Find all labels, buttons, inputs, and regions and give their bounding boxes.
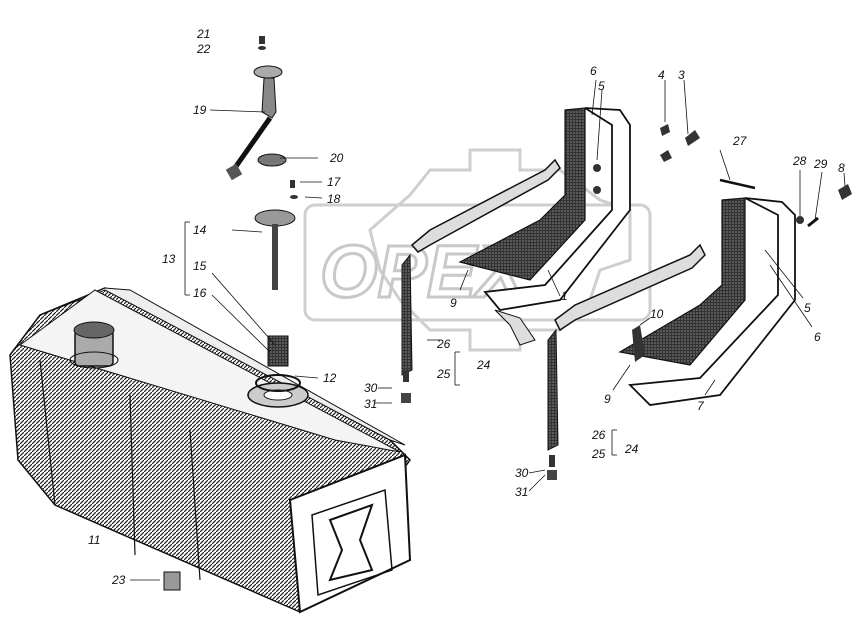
- label-8: 8: [838, 161, 845, 175]
- screw: [259, 36, 265, 44]
- leader-lines: [130, 79, 846, 581]
- label-20: 20: [329, 151, 344, 165]
- bracket-pad-r: [618, 197, 746, 366]
- tank-end-rib: [328, 503, 374, 582]
- bracket-right: [547, 178, 852, 480]
- strap-vertical-r: [547, 328, 559, 451]
- pad-10: [632, 325, 645, 362]
- gasket-12: [255, 374, 301, 392]
- label-6-left: 6: [590, 64, 597, 78]
- label-11: 11: [88, 533, 100, 547]
- nut-31r: [547, 470, 557, 480]
- label-6-right: 6: [814, 330, 821, 344]
- pickup-tube: [272, 224, 278, 290]
- washer-18: [290, 195, 298, 199]
- label-10: 10: [650, 307, 664, 321]
- label-19: 19: [193, 103, 207, 117]
- label-9-right: 9: [604, 392, 611, 406]
- level-sender: [225, 36, 301, 392]
- tank-rib: [39, 359, 56, 506]
- part-labels: 1 3 4 5 5 6 6 7 8 9 9 10 11 12 13 14 15 …: [88, 27, 845, 587]
- label-30-left: 30: [364, 381, 378, 395]
- bolt-8: [838, 184, 852, 200]
- bracket-foot: [494, 309, 536, 346]
- sender-float: [225, 163, 243, 181]
- nut-6: [593, 164, 601, 172]
- drain-plug: [163, 571, 181, 591]
- label-12: 12: [323, 371, 337, 385]
- label-27: 27: [732, 134, 748, 148]
- washer: [258, 46, 266, 50]
- washer-30r: [549, 455, 555, 467]
- bracket-pad: [458, 107, 586, 281]
- label-30-right: 30: [515, 466, 529, 480]
- label-26-right: 26: [591, 428, 606, 442]
- label-23: 23: [111, 573, 126, 587]
- label-3: 3: [678, 68, 685, 82]
- label-31-left: 31: [364, 397, 377, 411]
- tank-top: [18, 289, 401, 453]
- washer-4: [660, 124, 670, 136]
- label-28: 28: [792, 154, 807, 168]
- tank-top-edge: [39, 287, 406, 446]
- gasket: [257, 153, 287, 167]
- label-13: 13: [162, 252, 176, 266]
- nut-6b: [593, 186, 601, 194]
- label-29: 29: [813, 157, 828, 171]
- bracket-frame-r: [628, 197, 796, 406]
- filler-cap: [69, 321, 119, 369]
- washer-28: [796, 216, 804, 224]
- bracket-left: [401, 107, 700, 403]
- label-22: 22: [196, 42, 211, 56]
- label-9-left: 9: [450, 296, 457, 310]
- strap-top: [410, 158, 561, 253]
- label-25-right: 25: [591, 447, 606, 461]
- label-26-left: 26: [436, 337, 451, 351]
- strap-vertical: [401, 253, 413, 376]
- watermark-gear: [368, 148, 632, 352]
- fuel-tank: [9, 287, 412, 614]
- washer-4b: [660, 150, 672, 162]
- bracket-frame: [483, 107, 631, 311]
- label-24-left: 24: [476, 358, 491, 372]
- washer-30: [403, 370, 409, 382]
- label-15: 15: [193, 259, 207, 273]
- label-17: 17: [327, 175, 342, 189]
- label-21: 21: [196, 27, 210, 41]
- label-1: 1: [561, 289, 568, 303]
- filter-16: [267, 335, 289, 367]
- bolt-27: [719, 178, 756, 190]
- label-7: 7: [697, 399, 705, 413]
- label-5-right: 5: [804, 301, 811, 315]
- flange-14: [254, 209, 296, 227]
- label-14: 14: [193, 223, 207, 237]
- screw-17: [290, 180, 295, 188]
- label-25-left: 25: [436, 367, 451, 381]
- sender-arm: [229, 116, 273, 174]
- sender-tube: [261, 77, 277, 119]
- label-16: 16: [193, 286, 207, 300]
- sender-cap: [253, 65, 283, 79]
- nut-31: [401, 393, 411, 403]
- label-24-right: 24: [624, 442, 639, 456]
- washer-29: [807, 216, 819, 228]
- label-5-left: 5: [598, 79, 605, 93]
- label-4: 4: [658, 68, 665, 82]
- label-31-right: 31: [515, 485, 528, 499]
- strap-top-r: [554, 243, 706, 332]
- tank-end-panel: [311, 488, 393, 597]
- bolt-3: [685, 130, 700, 146]
- tank-rib: [129, 394, 136, 556]
- label-18: 18: [327, 192, 341, 206]
- tank-rib: [189, 429, 201, 581]
